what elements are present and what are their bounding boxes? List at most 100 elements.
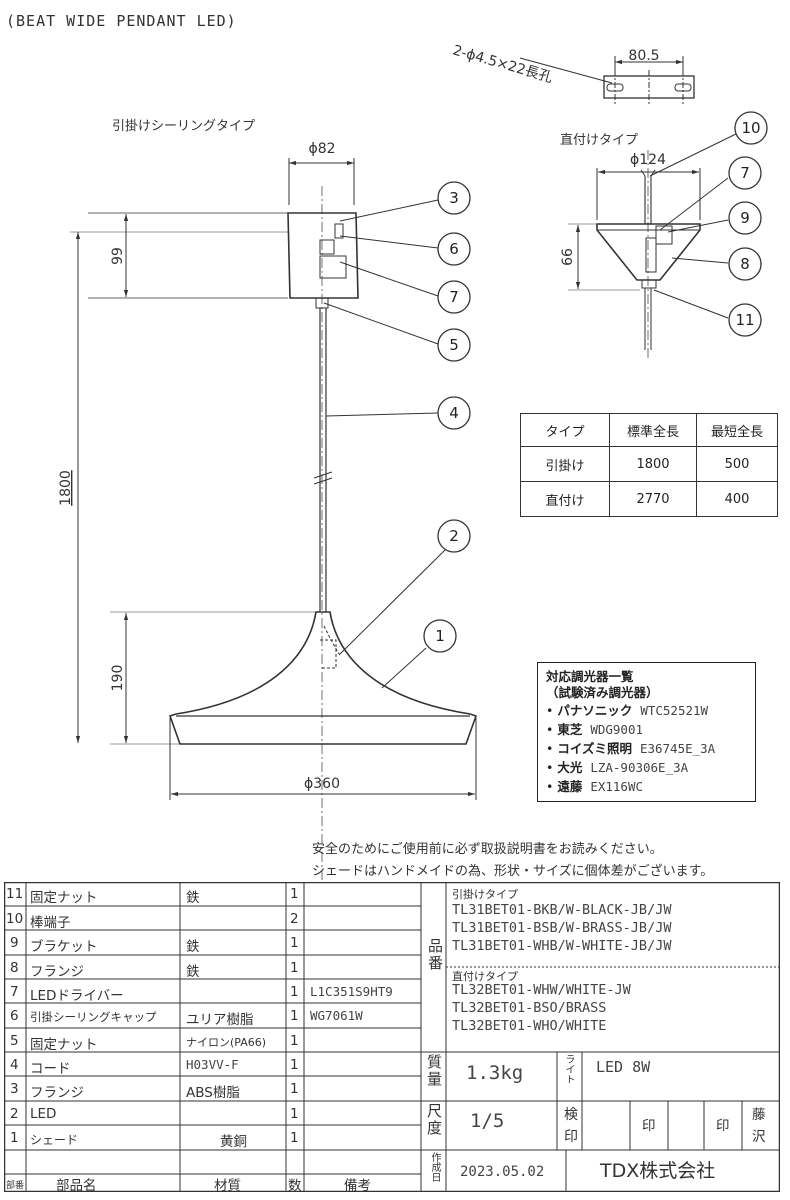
callout-1 — [423, 619, 457, 653]
part-no: 10 — [6, 911, 24, 927]
callout-4 — [437, 396, 471, 430]
part-material: 黄銅 — [220, 1134, 247, 1150]
handmade-note: シェードはハンドメイドの為、形状・サイズに個体差がございます。 — [312, 864, 714, 879]
technical-drawing: 80.5 2-ϕ4.5×22長孔 ϕ82 99 1800 190 ϕ360 ϕ1… — [58, 42, 768, 880]
drawing-title: (BEAT WIDE PENDANT LED) — [6, 12, 237, 30]
dim-shade-height: 190 — [110, 665, 126, 692]
fixing-nut — [315, 297, 329, 309]
part-name: ブラケット — [30, 939, 98, 955]
part-name: コード — [30, 1061, 71, 1077]
direct-nut — [641, 279, 657, 289]
dim-canopy-dia: ϕ82 — [308, 141, 335, 157]
light-value: LED 8W — [596, 1058, 651, 1076]
callout-7 — [437, 280, 471, 314]
bracket — [655, 225, 673, 245]
terminal — [645, 237, 657, 273]
part-qty: 1 — [290, 984, 299, 1000]
part-qty: 2 — [290, 911, 299, 927]
part-name: 固定ナット — [30, 890, 98, 906]
direct-model: TL32BET01-WHW/WHITE-JW — [452, 982, 631, 998]
checker-name: 藤沢 — [752, 1107, 766, 1145]
part-qty: 1 — [290, 935, 299, 951]
part-no: 4 — [10, 1057, 19, 1073]
dim-direct-height: 66 — [560, 248, 576, 266]
type-length-table: タイプ 標準全長 最短全長 引掛け 1800 500 直付け 2770 400 — [520, 413, 778, 517]
list-item: • コイズミ照明 E36745E_3A — [546, 741, 716, 756]
type-header: タイプ — [520, 413, 610, 447]
callout-10 — [734, 111, 768, 145]
hook-type-label: 引掛けシーリングタイプ — [112, 119, 255, 134]
mass-value: 1.3kg — [466, 1062, 524, 1084]
part-name: 棒端子 — [30, 915, 71, 931]
direct-model: TL32BET01-BSO/BRASS — [452, 1000, 607, 1016]
part-name: シェード — [30, 1133, 79, 1147]
callout-7b — [728, 156, 762, 190]
part-qty: 1 — [290, 1130, 299, 1146]
header-remark: 備考 — [344, 1178, 371, 1194]
part-qty: 1 — [290, 886, 299, 902]
part-material: H03VV-F — [186, 1057, 239, 1072]
stamp-2: 印 — [716, 1118, 730, 1134]
hook-model: TL31BET01-BKB/W-BLACK-JB/JW — [452, 902, 672, 918]
part-no: 5 — [10, 1033, 19, 1049]
part-material: 鉄 — [186, 964, 200, 980]
part-material: 鉄 — [186, 939, 200, 955]
part-no: 11 — [6, 886, 24, 902]
led-driver — [319, 239, 335, 255]
callout-8 — [728, 247, 762, 281]
part-no: 3 — [10, 1081, 19, 1097]
part-remark: L1C351S9HT9 — [310, 984, 393, 999]
part-no: 2 — [10, 1106, 19, 1122]
part-qty: 1 — [290, 1081, 299, 1097]
callout-3 — [437, 181, 471, 215]
part-name: 固定ナット — [30, 1037, 98, 1053]
list-item: • 大光 LZA-90306E_3A — [546, 760, 689, 775]
title-block: 11 固定ナット 鉄 1 10 棒端子 2 9 ブラケット 鉄 1 8 フランジ… — [4, 882, 780, 1194]
dim-total-length: 1800 — [58, 470, 74, 506]
date-value: 2023.05.02 — [460, 1164, 545, 1180]
part-material: ABS樹脂 — [186, 1085, 240, 1101]
slot-hole-note: 2-ϕ4.5×22長孔 — [451, 42, 554, 86]
direct-models-label: 直付けタイプ — [452, 970, 518, 983]
ceiling-cap — [334, 223, 344, 239]
part-material: ナイロン(PA66) — [186, 1036, 267, 1049]
part-qty: 1 — [290, 1008, 299, 1024]
direct-model: TL32BET01-WHO/WHITE — [452, 1018, 607, 1034]
stamp-1: 印 — [642, 1118, 656, 1134]
part-material: 鉄 — [186, 890, 200, 906]
hook-model: TL31BET01-BSB/W-BRASS-JB/JW — [452, 920, 672, 936]
part-qty: 1 — [290, 960, 299, 976]
dimmer-subheading: （試験済み調光器） — [546, 685, 659, 700]
header-qty: 数 — [288, 1178, 302, 1194]
callout-text-4: 4 — [449, 404, 459, 422]
part-no: 8 — [10, 960, 19, 976]
company-name: TDX株式会社 — [600, 1160, 716, 1182]
callout-text-7b: 7 — [740, 164, 750, 182]
part-name: LED — [30, 1106, 57, 1122]
part-no: 7 — [10, 984, 19, 1000]
part-qty: 1 — [290, 1033, 299, 1049]
callout-5 — [437, 328, 471, 362]
dim-canopy-height: 99 — [110, 247, 126, 265]
part-qty: 1 — [290, 1106, 299, 1122]
part-qty: 1 — [290, 1057, 299, 1073]
safety-note: 安全のためにご使用前に必ず取扱説明書をお読みください。 — [312, 842, 663, 857]
part-name: LEDドライバー — [30, 988, 124, 1004]
hook-model: TL31BET01-WHB/W-WHITE-JB/JW — [452, 938, 672, 954]
hook-models-label: 引掛けタイプ — [452, 888, 518, 901]
callout-text-7: 7 — [449, 288, 459, 306]
scale-value: 1/5 — [470, 1110, 505, 1132]
date-label: 作成日 — [429, 1152, 440, 1182]
part-remark: WG7061W — [310, 1008, 363, 1023]
canopy — [287, 212, 359, 299]
header-part-name: 部品名 — [56, 1178, 97, 1194]
dimmer-heading: 対応調光器一覧 — [546, 669, 634, 684]
callout-text-2: 2 — [449, 527, 459, 545]
dim-direct-dia: ϕ124 — [630, 152, 666, 168]
product-no-label: 品番 — [426, 938, 444, 972]
title-block-grid — [4, 882, 780, 1192]
callout-text-11: 11 — [735, 311, 754, 329]
list-item: • 東芝 WDG9001 — [546, 722, 644, 737]
dim-shade-dia: ϕ360 — [304, 776, 340, 792]
